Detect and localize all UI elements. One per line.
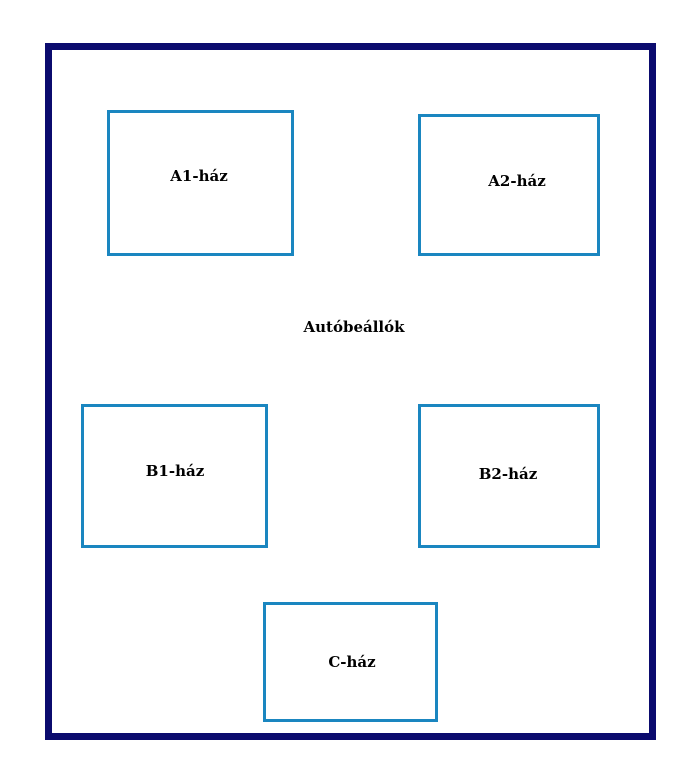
building-b2-label: B2-ház bbox=[478, 465, 538, 483]
building-a1-label: A1-ház bbox=[170, 167, 228, 185]
parking-label: Autóbeállók bbox=[303, 318, 405, 336]
building-a2-label: A2-ház bbox=[488, 172, 546, 190]
building-c bbox=[263, 602, 438, 722]
building-b1-label: B1-ház bbox=[145, 462, 205, 480]
building-c-label: C-ház bbox=[328, 653, 376, 671]
building-b1 bbox=[81, 404, 268, 548]
building-a1 bbox=[107, 110, 294, 256]
building-a2 bbox=[418, 114, 600, 256]
building-b2 bbox=[418, 404, 600, 548]
